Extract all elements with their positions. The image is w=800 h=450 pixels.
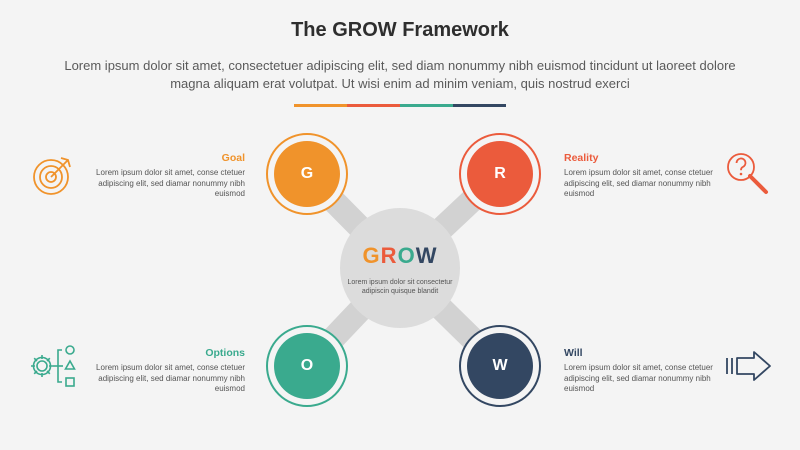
step-options: Options Lorem ipsum dolor sit amet, cons… [95, 347, 245, 395]
node-will [459, 325, 541, 407]
gear-shapes-icon [31, 345, 76, 387]
accent-bar-3 [400, 104, 453, 107]
hub-description: Lorem ipsum dolor sit consectetur adipis… [347, 279, 453, 295]
step-reality-title: Reality [564, 152, 599, 164]
node-reality-fill [467, 141, 533, 207]
accent-bar-1 [294, 104, 347, 107]
step-will-title: Will [564, 347, 583, 359]
target-icon [33, 157, 71, 195]
accent-bar-2 [347, 104, 400, 107]
target-icon-strokes [33, 157, 71, 195]
node-reality [459, 133, 541, 215]
magnifier-icon-strokes [727, 153, 768, 194]
magnifier-question-icon [727, 153, 768, 194]
grow-letter-g: G [362, 243, 381, 268]
step-goal-text: Lorem ipsum dolor sit amet, conse ctetue… [96, 168, 245, 198]
step-goal-title: Goal [221, 152, 245, 164]
step-will-text: Lorem ipsum dolor sit amet, conse ctetue… [564, 363, 713, 393]
node-reality-letter: R [494, 165, 506, 182]
intro-text: Lorem ipsum dolor sit amet, consectetuer… [64, 58, 736, 91]
step-reality-text: Lorem ipsum dolor sit amet, conse ctetue… [564, 168, 713, 198]
page-title: The GROW Framework [291, 19, 509, 41]
step-options-text: Lorem ipsum dolor sit amet, conse ctetue… [96, 363, 245, 393]
node-goal [266, 133, 348, 215]
node-options-letter: O [300, 357, 314, 374]
step-reality: Reality Lorem ipsum dolor sit amet, cons… [564, 152, 714, 200]
grow-letter-o: O [397, 243, 416, 268]
arrow-right-strokes [726, 351, 771, 381]
gear-shapes-strokes [31, 345, 76, 387]
node-options-fill [274, 333, 340, 399]
grow-letter-r: R [380, 243, 398, 268]
grow-wordmark: GROW [330, 243, 470, 269]
grow-letter-w: W [415, 243, 438, 268]
node-will-fill [467, 333, 533, 399]
step-goal: Goal Lorem ipsum dolor sit amet, conse c… [95, 152, 245, 200]
step-will: Will Lorem ipsum dolor sit amet, conse c… [564, 347, 714, 395]
node-goal-fill [274, 141, 340, 207]
arrow-right-icon [726, 351, 771, 381]
accent-bar-4 [453, 104, 506, 107]
hub-circle [340, 208, 460, 328]
node-goal-letter: G [300, 165, 314, 182]
node-will-letter: W [492, 357, 508, 374]
step-options-title: Options [205, 347, 245, 359]
question-dot [739, 172, 743, 176]
node-options [266, 325, 348, 407]
